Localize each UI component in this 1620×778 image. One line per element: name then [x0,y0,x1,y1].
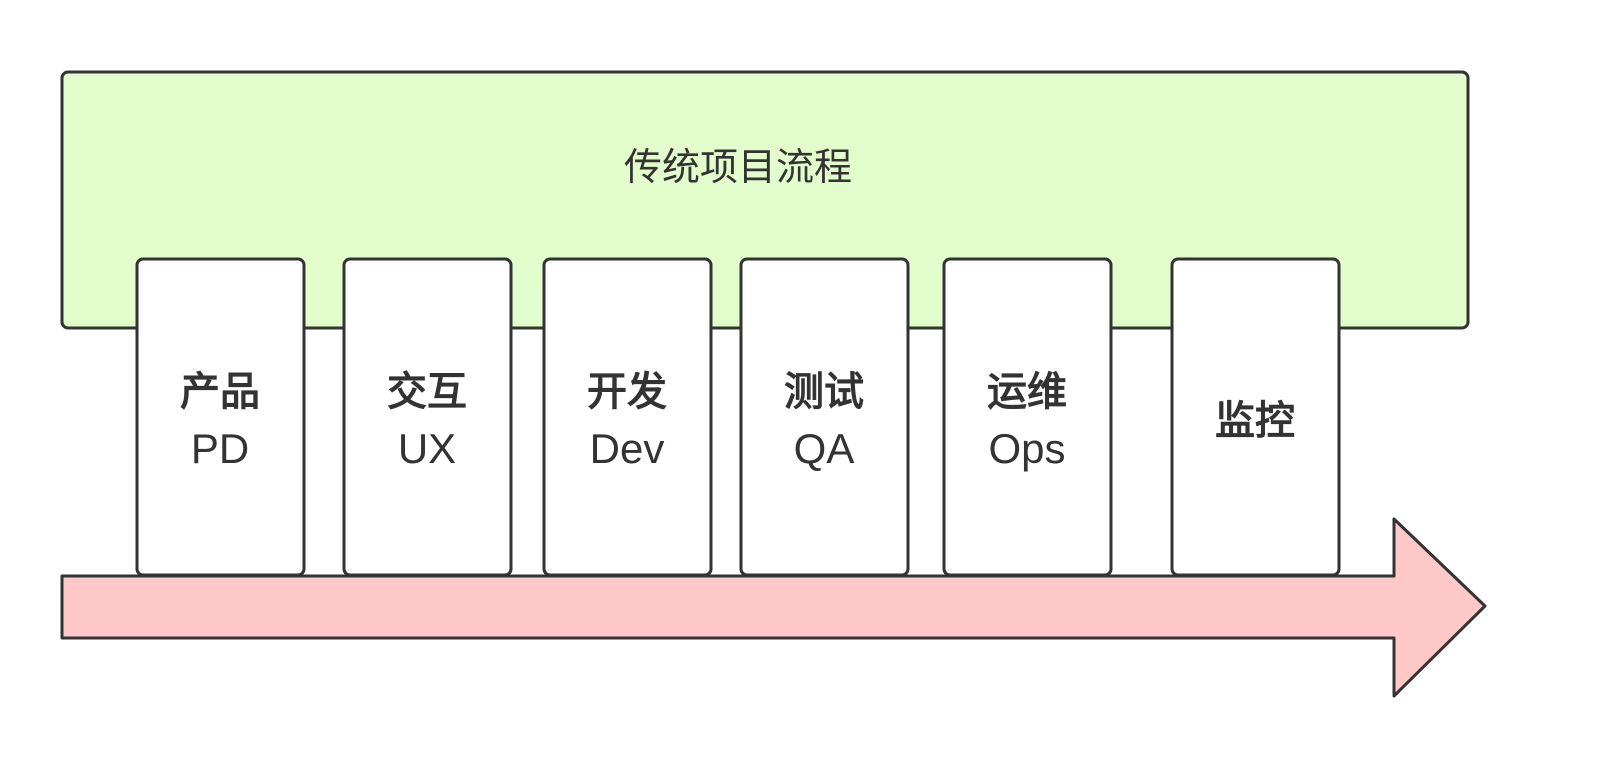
stage-label: 监控 [1215,398,1295,444]
stage-label: 交互 [387,369,467,415]
diagram-title: 传统项目流程 [624,145,852,189]
stage-abbreviation: Dev [590,425,665,472]
stage-label: 产品 [180,369,260,415]
stage-abbreviation: Ops [988,425,1065,472]
stage-box-development: 开发 Dev [542,257,713,577]
stage-abbreviation: QA [794,425,855,472]
stage-abbreviation: UX [398,425,456,472]
stage-box-interaction: 交互 UX [342,257,513,577]
stage-box-testing: 测试 QA [739,257,910,577]
stage-box-operations: 运维 Ops [942,257,1113,577]
stage-box-monitoring: 监控 [1170,257,1341,577]
stage-box-product: 产品 PD [135,257,306,577]
stage-abbreviation: PD [191,425,249,472]
stage-label: 开发 [587,369,667,415]
stage-label: 运维 [987,369,1067,415]
stage-label: 测试 [784,369,864,415]
timeline-arrow [60,517,1487,698]
